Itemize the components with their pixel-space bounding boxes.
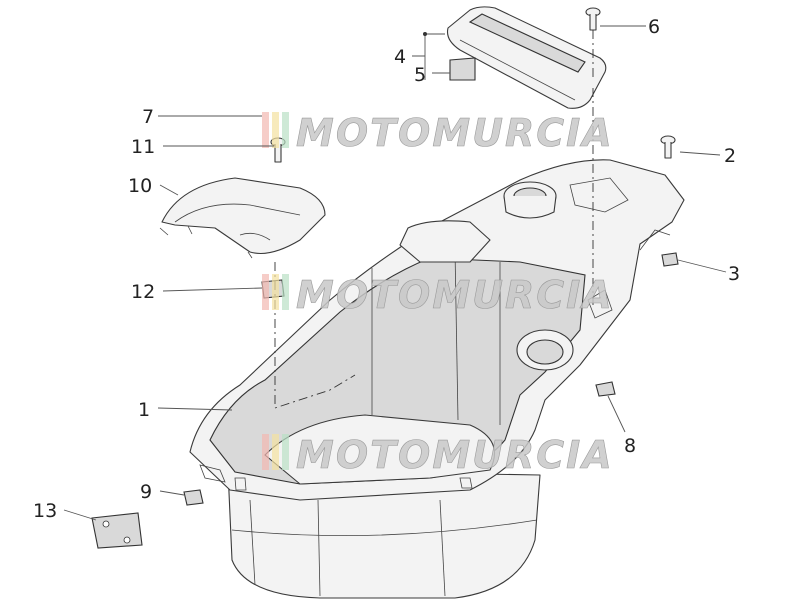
helmet-compartment bbox=[189, 159, 685, 599]
callout-8: 8 bbox=[624, 435, 636, 457]
watermark-text: MOTOMURCIA bbox=[296, 433, 614, 477]
plate-13 bbox=[91, 512, 143, 549]
callout-3: 3 bbox=[728, 263, 740, 285]
callout-5: 5 bbox=[414, 64, 426, 86]
storage-lid bbox=[446, 6, 607, 109]
clip-8 bbox=[595, 381, 616, 397]
callout-7: 7 bbox=[142, 106, 154, 128]
callout-12: 12 bbox=[131, 281, 155, 303]
watermark-text: MOTOMURCIA bbox=[296, 273, 614, 317]
callout-10: 10 bbox=[128, 175, 152, 197]
assembly-line-12 bbox=[274, 262, 356, 409]
watermark-text: MOTOMURCIA bbox=[296, 111, 614, 155]
screw-6 bbox=[585, 7, 601, 31]
inner-cover bbox=[159, 177, 326, 259]
callout-13: 13 bbox=[33, 500, 57, 522]
watermark-bottom: MOTOMURCIA bbox=[262, 433, 614, 477]
clip-3 bbox=[661, 252, 679, 267]
screw-2 bbox=[660, 135, 676, 159]
callout-6: 6 bbox=[648, 16, 660, 38]
watermark-middle: MOTOMURCIA bbox=[262, 273, 614, 317]
callout-labels: 1 2 3 4 5 6 7 8 9 10 11 12 13 bbox=[33, 16, 740, 522]
callout-2: 2 bbox=[724, 145, 736, 167]
callout-11: 11 bbox=[131, 136, 155, 158]
callout-9: 9 bbox=[140, 481, 152, 503]
callout-1: 1 bbox=[138, 399, 150, 421]
callout-4: 4 bbox=[394, 46, 406, 68]
clip-9 bbox=[183, 489, 204, 506]
watermark-top: MOTOMURCIA bbox=[262, 111, 614, 155]
leader-lines bbox=[63, 25, 727, 521]
